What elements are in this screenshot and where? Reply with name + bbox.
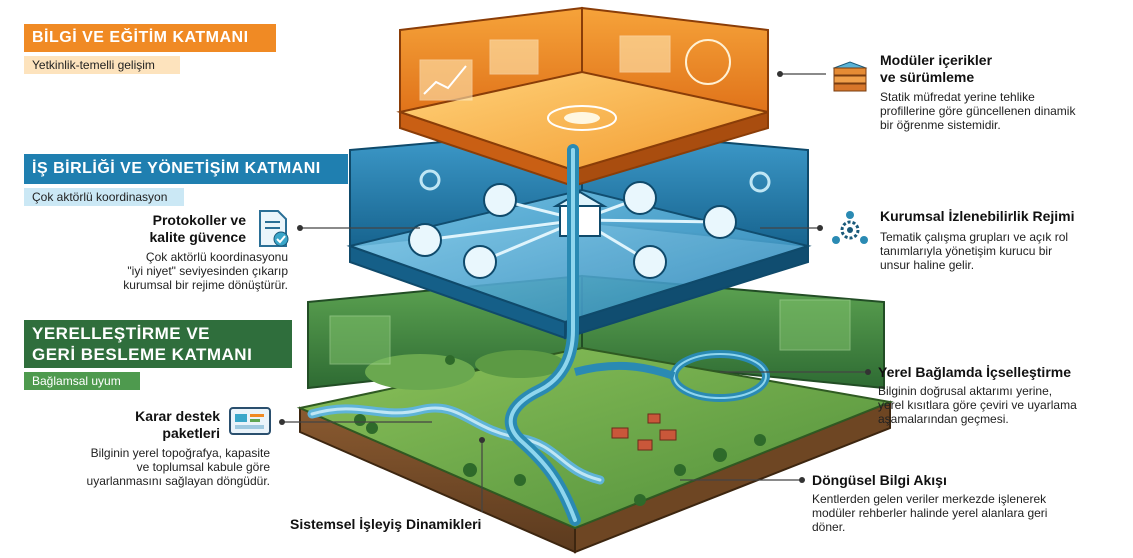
knowledge-layer-banner: BİLGİ VE EĞİTİM KATMANI [24,24,276,52]
decision-callout-desc-line2: ve toplumsal kabule göre [136,460,270,474]
traceability-callout-desc-line1: Tematik çalışma grupları ve açık rol [880,230,1069,244]
systemic-callout-title: Sistemsel İşleyiş Dinamikleri [290,516,482,532]
collaboration-layer-subtitle: Çok aktörlü koordinasyon [24,188,184,206]
decision-callout-desc-line3: uyarlanmasını sağlayan döngüdür. [86,474,270,488]
decision-callout-desc-line1: Bilginin yerel topoğrafya, kapasite [90,446,270,460]
localization-layer-title-line1: YERELLEŞTİRME VE [32,324,211,343]
local-context-callout-desc-line2: yerel kısıtlara göre çeviri ve uyarlama [878,398,1077,412]
local-context-callout-desc-line3: aşamalarından geçmesi. [878,412,1009,426]
modular-callout-desc-line3: bir öğrenme sistemidir. [880,118,1001,132]
modular-callout-title-line1: Modüler içerikler [880,52,993,68]
localization-layer-banner: YERELLEŞTİRME VE GERİ BESLEME KATMANI [24,320,292,368]
dashboard-screen-icon [229,407,271,435]
local-context-callout-desc-line1: Bilginin doğrusal aktarımı yerine, [878,384,1053,398]
knowledge-layer-subtitle: Yetkinlik-temelli gelişim [24,56,180,74]
knowledge-layer-block [396,6,769,188]
local-context-callout-title: Yerel Bağlamda İçselleştirme [878,364,1071,380]
cyclic-callout-title: Döngüsel Bilgi Akışı [812,472,947,488]
document-check-icon [259,210,289,247]
stacked-modules-icon [832,61,868,92]
protocols-callout-desc-line1: Çok aktörlü koordinasyonu [145,250,288,264]
localization-layer-title-line2: GERİ BESLEME KATMANI [32,345,253,364]
modular-callout-desc-line1: Statik müfredat yerine tehlike [880,90,1035,104]
collaboration-layer-title: İŞ BİRLİĞİ VE YÖNETİŞİM KATMANI [32,160,321,177]
decision-callout-title-line2: paketleri [162,425,220,441]
decision-callout-title-line1: Karar destek [135,408,220,424]
knowledge-layer-title: BİLGİ VE EĞİTİM KATMANI [32,29,249,46]
cyclic-callout-desc-line3: döner. [812,520,846,534]
protocols-callout-title-line1: Protokoller ve [152,212,246,228]
protocols-callout-desc-line2: "iyi niyet" seviyesinden çıkarıp [127,264,288,278]
modular-callout-desc-line2: profillerine göre güncellenen dinamik [880,104,1076,118]
modular-callout-title-line2: ve sürümleme [880,69,975,85]
traceability-callout-desc-line2: tanımlarıyla yönetişim kurucu bir [880,244,1053,258]
network-gear-icon [832,211,868,244]
localization-layer-subtitle: Bağlamsal uyum [24,372,140,390]
cyclic-callout-desc-line2: modüler rehberler halinde yerel alanlara… [812,506,1048,520]
protocols-callout-desc-line3: kurumsal bir rejime dönüştürür. [123,278,288,292]
traceability-callout-title: Kurumsal İzlenebilirlik Rejimi [880,208,1075,224]
cyclic-callout-desc-line1: Kentlerden gelen veriler merkezde işlene… [812,492,1047,506]
protocols-callout-title-line2: kalite güvence [149,229,247,245]
collaboration-layer-banner: İŞ BİRLİĞİ VE YÖNETİŞİM KATMANI [24,154,348,184]
traceability-callout-desc-line3: unsur haline gelir. [880,258,975,272]
